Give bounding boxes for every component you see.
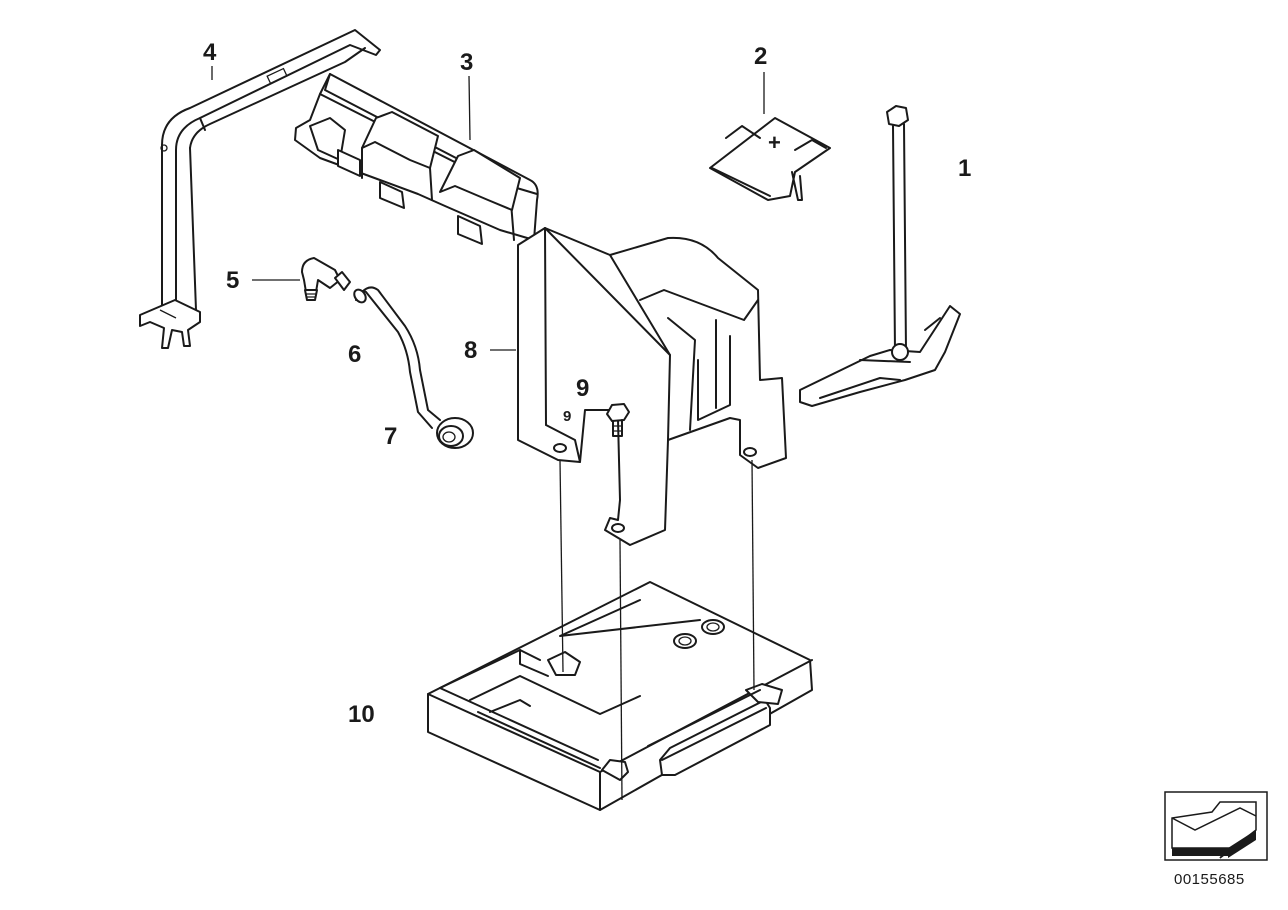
part-1-bolt-clamp[interactable] bbox=[799, 105, 961, 407]
part-10-battery-tray[interactable] bbox=[427, 581, 813, 811]
label-part-6: 6 bbox=[348, 341, 361, 368]
part-9-bolt[interactable] bbox=[606, 403, 630, 437]
label-part-7: 7 bbox=[384, 423, 397, 450]
label-part-1: 1 bbox=[958, 155, 971, 182]
part-6-hose[interactable] bbox=[352, 286, 441, 429]
part-5-elbow-fitting[interactable] bbox=[301, 257, 351, 301]
assembly-lines bbox=[559, 459, 755, 801]
reference-number: 00155685 bbox=[1174, 871, 1245, 888]
label-part-2: 2 bbox=[754, 43, 767, 70]
plus-sign: + bbox=[768, 130, 781, 155]
part-3-cover[interactable] bbox=[294, 73, 539, 245]
part-7-grommet[interactable] bbox=[436, 417, 474, 449]
label-part-5: 5 bbox=[226, 267, 239, 294]
orientation-box bbox=[1164, 791, 1268, 861]
part-8-bracket[interactable] bbox=[517, 227, 787, 546]
label-part-8: 8 bbox=[464, 337, 477, 364]
label-part-4: 4 bbox=[203, 39, 217, 66]
label-part-9: 9 bbox=[576, 375, 589, 402]
label-part-9-small: 9 bbox=[563, 408, 571, 425]
part-4-strap[interactable] bbox=[139, 29, 381, 349]
label-part-3: 3 bbox=[460, 49, 473, 76]
leader-lines bbox=[211, 66, 765, 351]
label-part-10: 10 bbox=[348, 701, 375, 728]
part-2-terminal-cover[interactable]: + bbox=[709, 117, 831, 201]
